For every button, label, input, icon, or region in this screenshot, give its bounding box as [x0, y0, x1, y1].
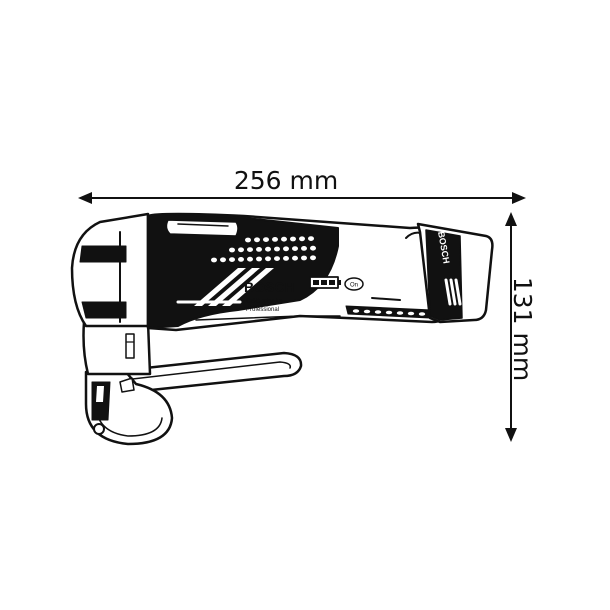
grip-dot: [265, 256, 271, 262]
line-text: Professional: [246, 307, 279, 313]
gauge-terminal: [338, 280, 341, 285]
gauge-bar-3: [329, 280, 335, 285]
brand-stripes: [176, 268, 274, 306]
handle-slot-dot: [374, 310, 382, 314]
grip-dot: [265, 246, 271, 252]
tool-neck: [82, 320, 152, 376]
motor-body: [146, 212, 450, 332]
grip-dot: [256, 256, 262, 262]
grip-dot: [263, 237, 269, 243]
front-vent-bottom: [81, 301, 127, 319]
model-text: GSC 12V-13: [246, 298, 283, 305]
grip-dot: [247, 247, 253, 253]
neck-screw-plate: [125, 333, 135, 359]
grip-dot: [281, 236, 287, 242]
grip-dot: [308, 236, 314, 242]
height-label: 131 mm: [508, 277, 537, 381]
grip-dot: [238, 247, 244, 253]
height-arrow-bottom: [505, 428, 517, 442]
grip-dot: [272, 237, 278, 242]
front-vent-top: [79, 245, 127, 263]
on-switch-oval: [344, 277, 364, 291]
grip-dot: [301, 246, 307, 251]
grip-dot: [238, 257, 244, 262]
lower-body-groove: [195, 315, 341, 321]
brand-logo-text: BOSCH: [244, 279, 295, 295]
blade-slot: [96, 386, 104, 402]
on-switch: On: [344, 277, 364, 291]
handle-slot-dot: [385, 310, 393, 315]
blade-pivot-bolt: [93, 423, 105, 435]
grip-dot: [301, 255, 307, 261]
grip-dot: [256, 247, 262, 252]
grip-dot: [245, 237, 251, 243]
grip-dot: [211, 257, 217, 263]
grip-dot: [290, 236, 296, 242]
grip-dot: [283, 246, 289, 252]
grip-dot: [229, 257, 235, 262]
battery-pack: BOSCH: [416, 222, 494, 324]
width-dimension: 256 mm: [78, 166, 526, 204]
grip-dot: [299, 236, 305, 242]
grip-dot: [310, 245, 316, 251]
top-grip-window: [165, 219, 239, 237]
front-housing: [70, 212, 150, 328]
height-arrow-top: [505, 212, 517, 226]
gauge-bar-1: [313, 280, 319, 285]
battery-gauge: [309, 276, 341, 289]
width-arrow-right: [512, 192, 526, 204]
width-label: 256 mm: [234, 166, 338, 195]
handle-slot-dot: [418, 312, 426, 316]
grip-dot: [292, 255, 298, 261]
cutting-head: [84, 370, 174, 446]
shear-tool: BOSCH GSC 12V-13 Professional On BOS: [70, 212, 494, 446]
on-switch-label: On: [350, 283, 358, 289]
handle-slot-dot: [352, 309, 360, 313]
grip-dot: [283, 256, 289, 261]
grip-dot: [229, 247, 235, 253]
grip-dot: [310, 255, 316, 261]
grip-dot: [254, 237, 260, 243]
lower-guide-bar: [106, 351, 303, 394]
handle-slot-dot: [407, 311, 415, 316]
grip-dots: [211, 236, 316, 263]
width-arrow-left: [78, 192, 92, 204]
grip-dot: [220, 257, 226, 263]
battery-grip-ribs: [444, 278, 462, 306]
grip-dot: [274, 246, 280, 252]
handle-ridge: [371, 297, 401, 301]
guide-bar-inner-line: [123, 361, 292, 381]
brand-panel: BOSCH GSC 12V-13 Professional: [244, 279, 295, 313]
top-grip-window-line: [177, 223, 229, 227]
grip-dot: [247, 256, 253, 262]
blade-clamp: [119, 377, 135, 393]
handle-slot-dot: [396, 311, 404, 315]
grip-dot: [292, 246, 298, 252]
front-housing-shell: [70, 212, 150, 328]
gauge-bar-2: [321, 280, 327, 285]
height-dimension: 131 mm: [505, 212, 537, 442]
handle-slot-dot: [363, 309, 371, 314]
grip-dot: [274, 256, 280, 261]
